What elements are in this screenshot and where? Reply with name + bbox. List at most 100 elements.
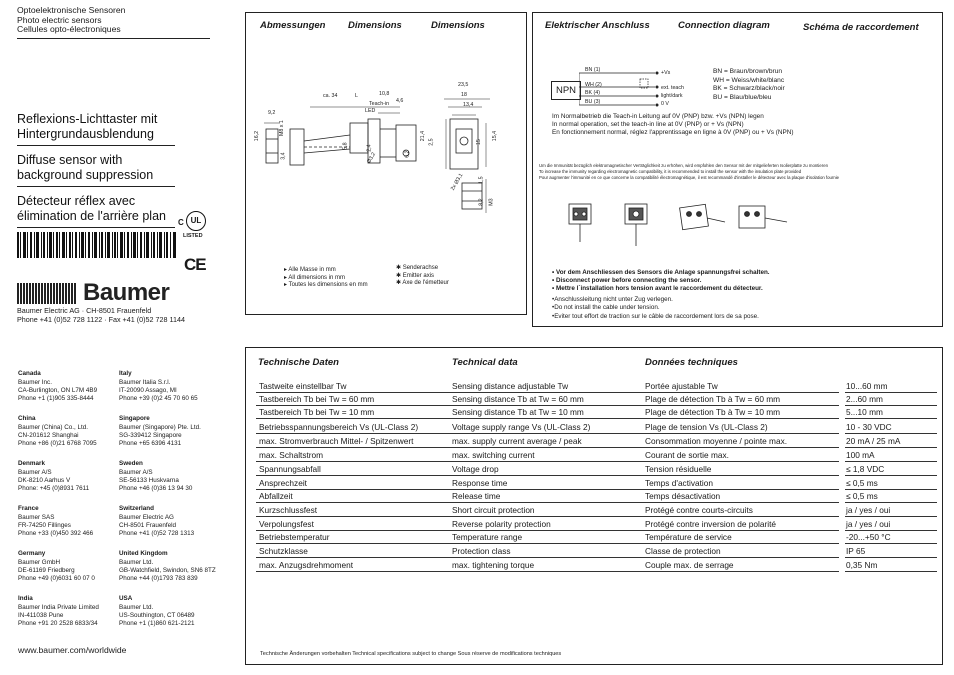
- divider: [17, 145, 175, 146]
- baumer-logo: Baumer: [17, 279, 177, 306]
- wiring-diagram: [579, 71, 659, 107]
- value-cell: 20 mA / 25 mA: [845, 435, 937, 448]
- value-cell: -20...+50 °C: [845, 531, 937, 544]
- barcode: [17, 232, 176, 258]
- dim-label: 6,2: [404, 150, 411, 158]
- value-cell: 100 mA: [845, 449, 937, 462]
- category-en: Photo electric sensors: [17, 14, 102, 25]
- dim-label: Teach-in: [369, 101, 390, 107]
- dim-label: 8,2: [478, 198, 485, 206]
- dim-label: 15,4: [492, 130, 499, 142]
- emitter-legend: ✱ Senderachse ✱ Emitter axis ✱ Axe de l'…: [396, 265, 449, 288]
- value-cell: IP 65: [845, 545, 937, 558]
- emc-note: Um die Immunität bezüglich elektromagnet…: [539, 163, 840, 180]
- warning-item: • Disconnect power before connecting the…: [552, 277, 702, 285]
- value-cell: ja / yes / oui: [845, 504, 937, 517]
- dim-label: 18: [461, 92, 467, 98]
- divider: [17, 227, 175, 228]
- legend-item: ✱ Senderachse: [396, 265, 439, 271]
- dim-label: 3,4: [280, 152, 287, 160]
- wire-color-legend: BN = Braun/brown/brun WH = Weiss/white/b…: [713, 68, 785, 101]
- dim-label: M3: [488, 198, 495, 206]
- category-block: Optoelektronische Sensoren Photo electri…: [17, 5, 125, 35]
- divider: [17, 38, 210, 39]
- value-cell: ja / yes / oui: [845, 518, 937, 531]
- cable-notes: •Anschlussleitung nicht unter Zug verleg…: [552, 296, 759, 321]
- wire-label: BK (4): [585, 90, 601, 96]
- terminal-label: light/dark: [661, 93, 683, 99]
- note-item: •Eviter tout effort de traction sur le c…: [552, 312, 759, 320]
- listed-label: LISTED: [183, 233, 203, 239]
- value-cell: 10...60 mm: [845, 380, 937, 393]
- note-item: •Do not install the cable under tension.: [552, 304, 660, 312]
- connection-header-en: Connection diagram: [678, 20, 770, 31]
- value-cell: ≤ 0,5 ms: [845, 490, 937, 503]
- legend-item: ▸ Alle Masse in mm: [284, 267, 336, 273]
- dim-label: 23,5: [458, 82, 469, 88]
- dim-label: 9,2: [268, 110, 276, 116]
- c-mark: C: [178, 218, 184, 227]
- warning-item: • Vor dem Anschliessen des Sensors die A…: [552, 269, 770, 276]
- dimensions-header-en: Dimensions: [348, 20, 402, 31]
- product-title-de: Reflexions-Lichttaster mit Hintergrundau…: [17, 112, 158, 141]
- ul-circle-icon: UL: [186, 211, 206, 231]
- value-cell: ≤ 1,8 VDC: [845, 463, 937, 476]
- value-cell: 5...10 mm: [845, 406, 937, 419]
- mounting-illustrations: [568, 203, 788, 246]
- legend-item: ✱ Axe de l'émetteur: [396, 280, 449, 286]
- divider: [17, 186, 175, 187]
- ce-mark: CE: [184, 255, 207, 274]
- category-fr: Cellules opto-électroniques: [17, 24, 121, 35]
- dim-label: 1,5: [478, 176, 485, 184]
- ul-listed-mark: C UL LISTED: [178, 209, 214, 243]
- legend-item: ▸ All dimensions in mm: [284, 274, 346, 281]
- logo-block-icon: [17, 283, 77, 304]
- website-link[interactable]: www.baumer.com/worldwide: [18, 645, 127, 655]
- dim-label: ca. 34: [323, 93, 338, 99]
- dim-label: 2,5: [428, 138, 435, 146]
- dim-label: L: [355, 93, 358, 99]
- table-row: Betriebsspannungsbereich Vs (UL-Class 2)…: [256, 421, 839, 434]
- specs-header-de: Technische Daten: [258, 357, 339, 368]
- specs-header-en: Technical data: [452, 357, 518, 368]
- dim-label: 5,8: [342, 142, 349, 150]
- dim-label: 16,2: [254, 130, 261, 142]
- value-cell: 10 - 30 VDC: [845, 421, 937, 434]
- specs-header-fr: Données techniques: [645, 357, 738, 368]
- units-legend: ▸ Alle Masse in mm ▸ All dimensions in m…: [284, 267, 368, 290]
- warning-item: • Mettre l´installation hors tension ava…: [552, 285, 763, 293]
- teach-note: Im Normalbetrieb die Teach-in Leitung au…: [552, 113, 794, 137]
- value-cell: ≤ 0,5 ms: [845, 477, 937, 490]
- note-item: •Anschlussleitung nicht unter Zug verleg…: [552, 296, 673, 303]
- connection-header-de: Elektrischer Anschluss: [545, 20, 650, 31]
- dim-label: 15: [475, 139, 482, 146]
- dimensions-header-fr: Dimensions: [431, 20, 485, 31]
- table-row: max. Stromverbrauch Mittel- / Spitzenwer…: [256, 435, 839, 448]
- terminal-label: 0 V: [661, 101, 669, 107]
- dim-label: LED: [365, 108, 376, 114]
- dim-label: M8 x 1: [278, 120, 285, 137]
- terminal-label: +Vs: [661, 70, 671, 76]
